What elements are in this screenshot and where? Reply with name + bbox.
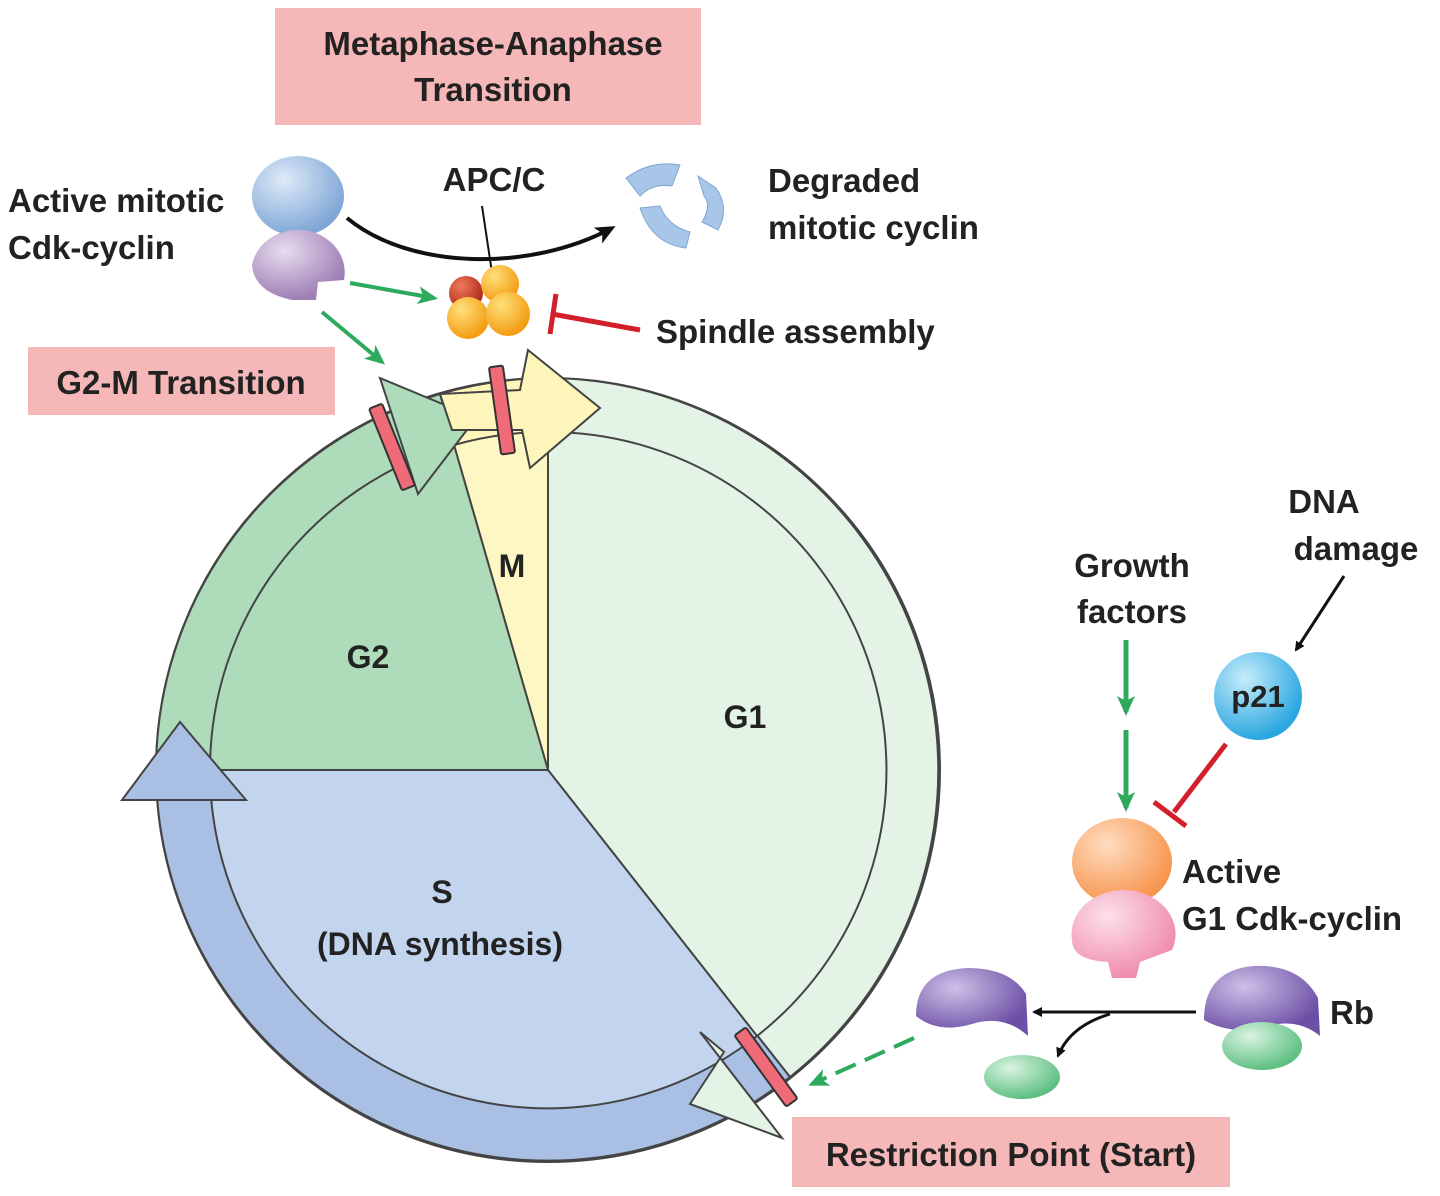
label-active-mitotic-1: Active mitotic [8, 182, 224, 219]
label-spindle-assembly: Spindle assembly [656, 313, 935, 350]
spindle-inhibit-bar [547, 293, 559, 335]
spindle-inhibit-line [551, 311, 641, 333]
phase-label-g1: G1 [724, 699, 767, 735]
checkpoint-label-restriction: Restriction Point (Start) [792, 1117, 1230, 1187]
degradation-arrow [345, 216, 616, 262]
p21-inhibit-bar [1152, 800, 1188, 828]
phase-label-g2: G2 [347, 639, 390, 675]
svg-text:Restriction Point (Start): Restriction Point (Start) [826, 1136, 1196, 1173]
g2-phase-arrowhead [378, 376, 478, 497]
cell-cycle-wheel: M G2 G1 S (DNA synthesis) [120, 348, 941, 1163]
label-active-mitotic-2: Cdk-cyclin [8, 229, 175, 266]
dna-damage-arrow [1294, 575, 1346, 652]
label-apc-c: APC/C [443, 161, 546, 198]
active-mitotic-cdk-cyclin-icon [252, 156, 345, 300]
label-rb: Rb [1330, 994, 1374, 1031]
svg-text:Transition: Transition [414, 71, 572, 108]
phase-label-s-sub: (DNA synthesis) [317, 926, 563, 962]
free-cdk-icon [916, 968, 1028, 1036]
s-phase-arrowhead [120, 720, 249, 801]
label-growth-1: Growth [1074, 547, 1189, 584]
p21-inhibit-line [1172, 742, 1228, 814]
svg-text:Metaphase-Anaphase: Metaphase-Anaphase [323, 25, 662, 62]
checkpoint-label-g2-m: G2-M Transition [28, 347, 335, 415]
phase-label-m: M [499, 548, 526, 584]
label-dna-damage-1: DNA [1288, 483, 1360, 520]
mitotic-to-g2m-arrow [320, 310, 386, 365]
label-active-g1-1: Active [1182, 853, 1281, 890]
label-degraded-1: Degraded [768, 162, 920, 199]
degraded-cyclin-fragments-icon [625, 163, 724, 249]
apc-c-complex-icon [447, 265, 530, 339]
label-dna-damage-2: damage [1294, 530, 1419, 567]
mitotic-to-apc-arrow [349, 281, 438, 305]
restriction-activation-arrow [808, 1036, 915, 1086]
g1-phase-arrowhead [688, 1031, 785, 1141]
rb-complex-icon [1204, 965, 1320, 1070]
restriction-checkpoint-block [734, 1027, 798, 1107]
label-degraded-2: mitotic cyclin [768, 209, 979, 246]
label-active-g1-2: G1 Cdk-cyclin [1182, 900, 1402, 937]
g2-m-checkpoint-block [368, 403, 416, 491]
g1-cdk-cyclin-icon [1071, 818, 1176, 978]
p21-icon: p21 [1214, 652, 1302, 740]
svg-text:G2-M Transition: G2-M Transition [56, 364, 305, 401]
svg-text:p21: p21 [1231, 679, 1284, 714]
rb-release-arrow-e2f [1056, 1012, 1111, 1058]
phase-label-s: S [431, 874, 452, 910]
g1-inner-sector [547, 430, 888, 1038]
s-inner-sector [208, 769, 759, 1110]
free-e2f-icon [984, 1055, 1060, 1099]
checkpoint-label-metaphase: Metaphase-Anaphase Transition [275, 8, 701, 125]
metaphase-checkpoint-block [488, 364, 516, 456]
label-growth-2: factors [1077, 593, 1187, 630]
